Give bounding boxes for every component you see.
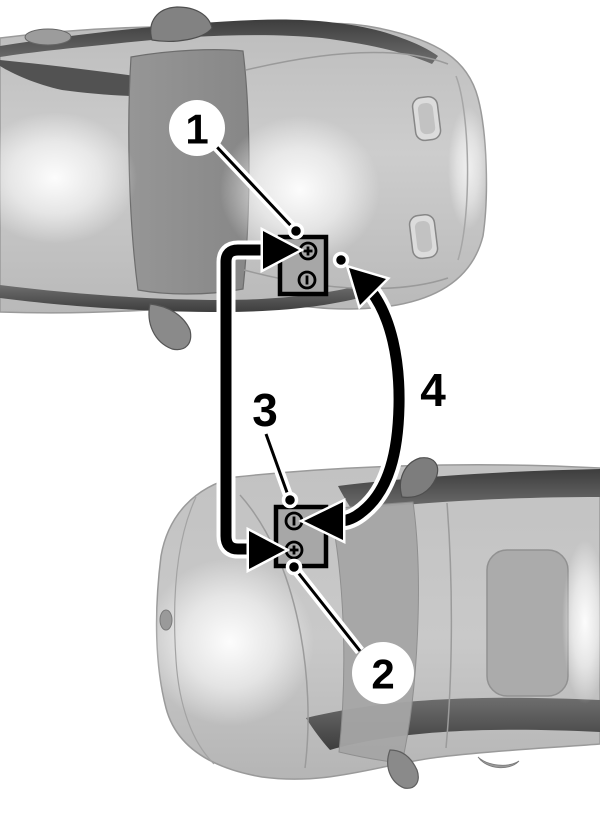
connection-dot-bottom-positive <box>285 558 303 576</box>
vehicle-top-side-band-lower <box>0 285 370 312</box>
arrowhead-to-top-positive <box>260 226 305 274</box>
callout-2: 2 <box>352 642 414 704</box>
callout-1-label: 1 <box>185 106 208 153</box>
vehicle-bottom-roof-seam <box>445 502 453 749</box>
arrowhead-to-earth-point <box>345 264 391 310</box>
vehicle-bottom-nose-badge <box>159 609 173 631</box>
connection-dot-bottom-negative <box>281 491 299 509</box>
vehicle-bottom-hood-highlight <box>146 558 314 726</box>
vehicle-top-roof-highlight <box>0 112 137 244</box>
hood-vent-icon <box>411 95 442 142</box>
sunroof <box>486 549 569 697</box>
callout-3-label: 3 <box>252 384 278 436</box>
hood-vent-icon <box>408 213 439 260</box>
callout-1-badge <box>169 100 225 156</box>
vehicle-top <box>0 6 488 351</box>
leader-line-3 <box>261 432 294 500</box>
door-handle <box>477 756 520 769</box>
vehicle-top-side-band-upper <box>0 19 438 65</box>
vehicle-top-mirror-lower <box>148 303 192 351</box>
callout-2-badge <box>352 642 414 704</box>
vehicle-top-hood-highlight <box>220 116 380 264</box>
vehicle-bottom-hood-crease <box>239 494 309 769</box>
vehicle-bottom-fender-seam <box>174 496 215 765</box>
connection-dot-earth-point <box>332 251 350 269</box>
vehicle-bottom-mirror-lower <box>387 749 419 789</box>
leader-line-2 <box>292 566 364 655</box>
vehicle-bottom-mirror-upper <box>399 457 439 498</box>
leader-line-1 <box>212 142 298 233</box>
vehicle-top-hood-crease-upper <box>245 51 449 71</box>
jump-cable-positive <box>216 226 305 574</box>
vehicle-bottom-roof-highlight <box>562 540 600 704</box>
vehicle-top-antenna <box>24 28 72 46</box>
connection-dot-top-positive <box>287 222 305 240</box>
callout-1: 1 <box>169 100 225 156</box>
vehicle-top-mirror-upper <box>150 6 213 42</box>
vehicle-top-nose-seam <box>455 75 469 261</box>
callout-4-label: 4 <box>420 364 446 416</box>
jump-cable-earth <box>298 264 409 544</box>
arrowhead-to-bottom-positive <box>246 526 291 574</box>
arrowhead-to-bottom-negative <box>298 498 346 544</box>
callout-2-label: 2 <box>371 651 394 698</box>
negative-terminal-icon <box>297 270 317 290</box>
